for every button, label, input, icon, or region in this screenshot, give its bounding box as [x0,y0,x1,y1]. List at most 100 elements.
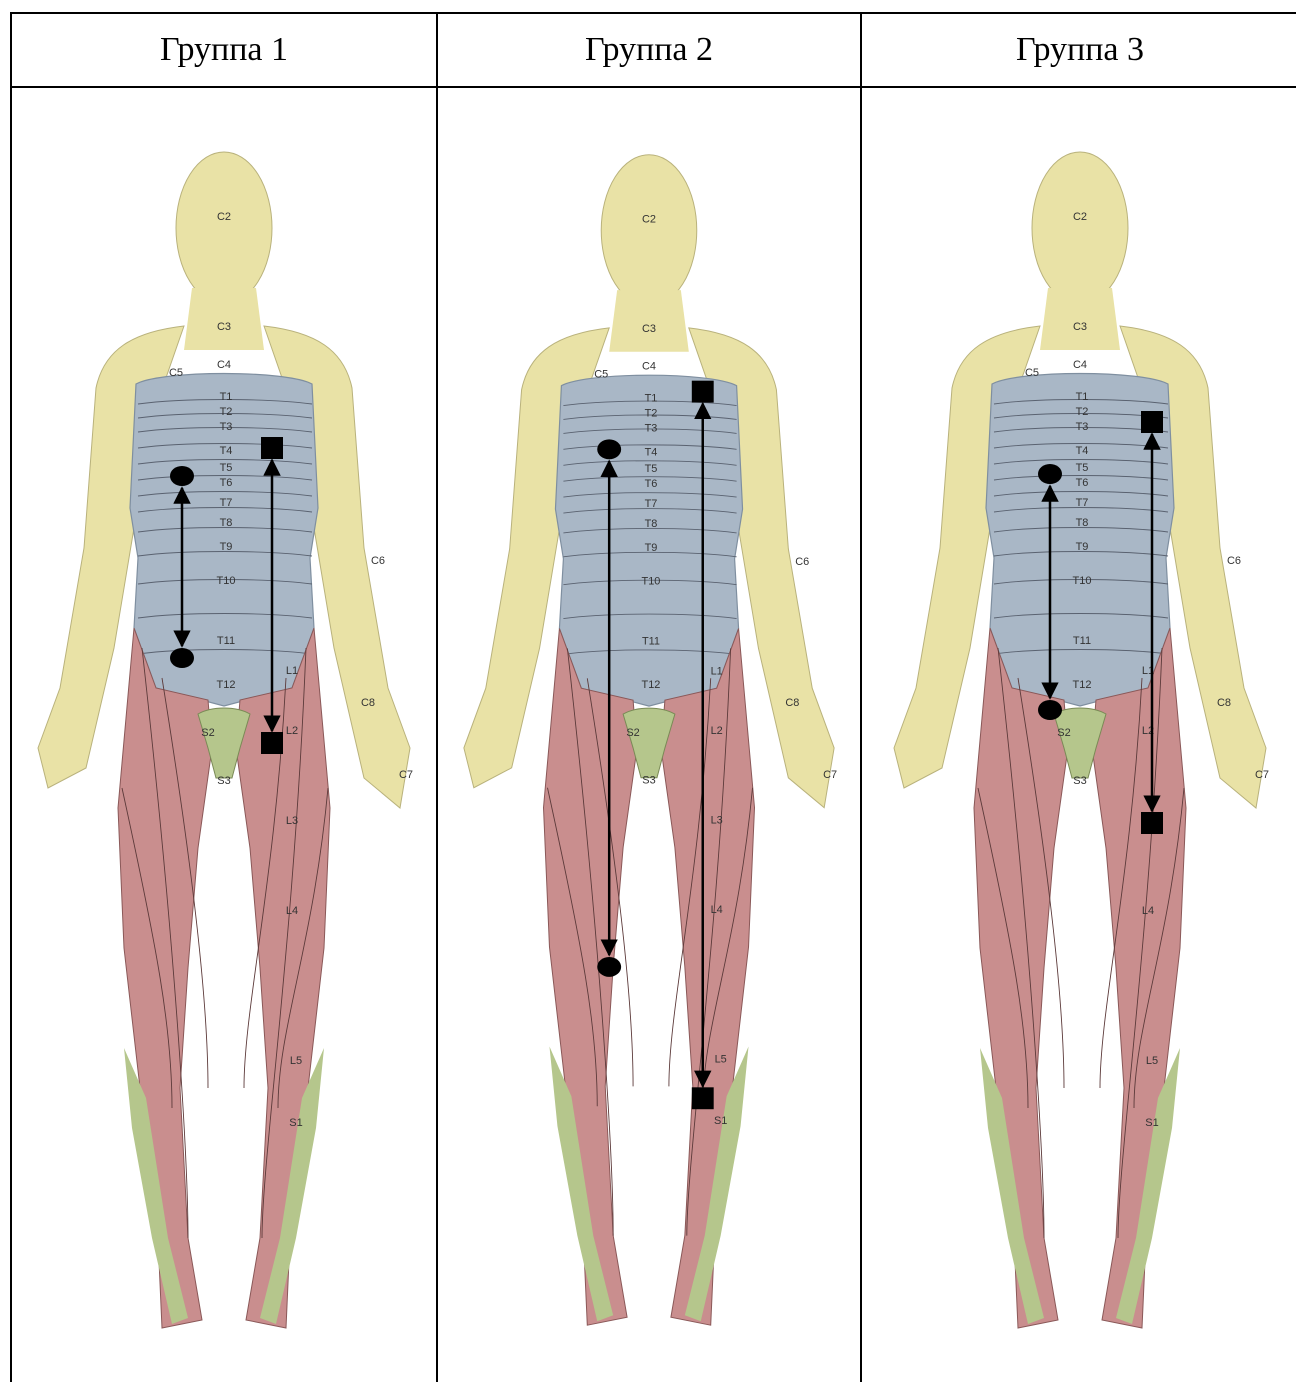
dermatome-label-l5: L5 [715,1053,727,1065]
dermatome-label-c2: C2 [642,213,656,225]
dermatome-label-t2: T2 [220,406,233,418]
dermatome-label-l3: L3 [711,815,723,827]
dermatome-label-t7: T7 [1076,497,1089,509]
dermatome-label-t12: T12 [1073,679,1092,691]
square-marker-start [261,437,283,459]
dermatome-label-t4: T4 [220,445,233,457]
circle-marker-end [597,957,621,977]
dermatome-label-s1: S1 [714,1115,727,1127]
dermatome-label-l2: L2 [711,725,723,737]
dermatome-label-t2: T2 [1076,406,1089,418]
circle-marker-end [170,648,194,668]
figure-group-3: C2C3C4C5T1T2T3T4T5T6T7T8T9T10T11T12C6C8C… [862,88,1296,1380]
dermatome-label-l4: L4 [1142,905,1154,917]
circle-marker-start [597,439,621,459]
circle-marker-end [1038,700,1062,720]
dermatome-label-c4: C4 [217,359,231,371]
dermatome-label-c5: C5 [1025,367,1039,379]
dermatome-label-t3: T3 [645,422,658,434]
dermatome-label-t9: T9 [645,542,658,554]
dermatome-label-c6: C6 [371,555,385,567]
head-region [601,155,697,306]
dermatome-label-c8: C8 [1217,697,1231,709]
header-group-2: Группа 2 [438,14,860,86]
dermatome-label-s2: S2 [201,727,214,739]
dermatome-label-s2: S2 [626,727,639,739]
dermatome-label-t2: T2 [645,408,658,420]
dermatome-figure: C2C3C4C5T1T2T3T4T5T6T7T8T9T10T11T12C6C8C… [862,88,1296,1378]
dermatome-label-t3: T3 [1076,421,1089,433]
dermatome-label-t5: T5 [1076,462,1089,474]
dermatome-label-c6: C6 [1227,555,1241,567]
dermatome-label-t6: T6 [645,478,658,490]
header-group-1: Группа 1 [12,14,436,86]
square-marker-end [261,732,283,754]
dermatome-label-t5: T5 [645,463,658,475]
dermatome-label-t12: T12 [217,679,236,691]
dermatome-label-t1: T1 [1076,391,1089,403]
figure-group-1: C2C3C4C5T1T2T3T4T5T6T7T8T9T10T11T12 C6C8C… [12,88,436,1380]
dermatome-label-t12: T12 [642,679,661,691]
dermatome-label-s3: S3 [217,775,230,787]
dermatome-label-c8: C8 [361,697,375,709]
dermatome-label-c3: C3 [642,323,656,335]
dermatome-label-t1: T1 [220,391,233,403]
neck-region [609,290,689,352]
dermatome-label-l4: L4 [286,905,298,917]
head-region [176,152,272,304]
dermatome-label-t4: T4 [1076,445,1089,457]
dermatome-label-t7: T7 [645,498,658,510]
dermatome-label-l5: L5 [1146,1055,1158,1067]
dermatome-label-t3: T3 [220,421,233,433]
dermatome-label-t8: T8 [1076,517,1089,529]
dermatome-label-c3: C3 [217,321,231,333]
dermatome-label-c2: C2 [217,211,231,223]
head-region [1032,152,1128,304]
dermatome-label-c5: C5 [169,367,183,379]
dermatome-label-l1: L1 [711,665,723,677]
dermatome-label-t8: T8 [645,518,658,530]
dermatome-label-c6: C6 [795,556,809,568]
dermatome-label-t7: T7 [220,497,233,509]
square-marker-start [1141,411,1163,433]
dermatome-label-t5: T5 [220,462,233,474]
dermatome-label-c4: C4 [642,361,656,373]
dermatome-label-c7: C7 [399,769,413,781]
dermatome-label-l5: L5 [290,1055,302,1067]
dermatome-label-t8: T8 [220,517,233,529]
dermatome-label-c2: C2 [1073,211,1087,223]
dermatome-label-t11: T11 [642,635,660,647]
dermatome-label-t10: T10 [217,575,236,587]
dermatome-figure: C2C3C4C5T1T2T3T4T5T6T7T8T9T10T11T12C6C8C… [438,88,860,1378]
circle-marker-start [1038,464,1062,484]
dermatome-label-s3: S3 [1073,775,1086,787]
dermatome-label-l1: L1 [286,665,298,677]
square-marker-start [692,381,714,403]
dermatome-label-t6: T6 [1076,477,1089,489]
dermatome-label-t4: T4 [645,446,658,458]
dermatome-label-l3: L3 [286,815,298,827]
dermatome-label-l4: L4 [711,904,723,916]
header-group-3: Группа 3 [862,14,1296,86]
dermatome-label-s2: S2 [1057,727,1070,739]
dermatome-label-t11: T11 [217,635,235,647]
neck-region [184,288,264,350]
dermatome-label-s1: S1 [1145,1117,1158,1129]
dermatome-label-t9: T9 [220,541,233,553]
dermatome-label-s1: S1 [289,1117,302,1129]
dermatome-label-c4: C4 [1073,359,1087,371]
dermatome-label-t6: T6 [220,477,233,489]
dermatome-label-t10: T10 [1073,575,1092,587]
neck-region [1040,288,1120,350]
square-marker-end [692,1087,714,1109]
dermatome-label-c3: C3 [1073,321,1087,333]
dermatome-label-c7: C7 [823,769,837,781]
dermatome-label-t1: T1 [645,393,658,405]
square-marker-end [1141,812,1163,834]
